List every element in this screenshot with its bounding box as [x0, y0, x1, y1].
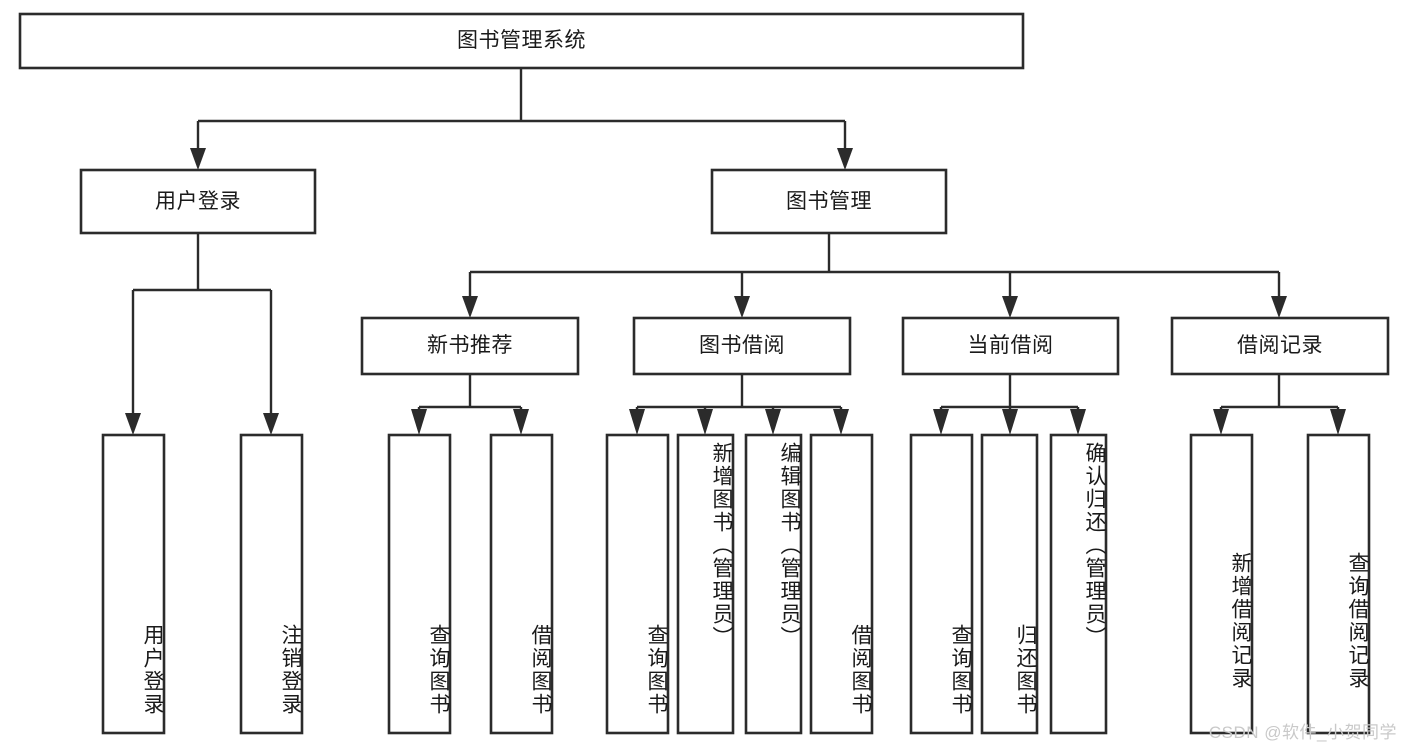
arrowhead-user-login — [190, 148, 206, 170]
arrowhead-leaf-borrow-book-2 — [833, 409, 849, 435]
node-box-leaf-query-book-2[interactable] — [605, 433, 670, 735]
node-box-leaf-query-book-3[interactable] — [909, 433, 974, 735]
arrowhead-leaf-query-book-1 — [411, 409, 427, 435]
arrowhead-leaf-return-book — [1002, 409, 1018, 435]
connector-layer — [125, 68, 1346, 435]
arrowhead-borrow-record — [1271, 296, 1287, 318]
arrowhead-leaf-add-record — [1213, 409, 1229, 435]
node-box-leaf-confirm-return[interactable] — [1049, 433, 1108, 735]
node-box-leaf-query-book-1[interactable] — [387, 433, 452, 735]
node-box-book-borrow[interactable] — [632, 316, 852, 376]
arrowhead-leaf-user-login — [125, 413, 141, 435]
node-box-leaf-logout[interactable] — [239, 433, 304, 735]
arrowhead-leaf-borrow-book-1 — [513, 409, 529, 435]
node-box-leaf-query-record[interactable] — [1306, 433, 1371, 735]
arrowhead-new-book-rec — [462, 296, 478, 318]
node-box-book-manage[interactable] — [710, 168, 948, 235]
node-box-borrow-record[interactable] — [1170, 316, 1390, 376]
arrowhead-leaf-add-book — [697, 409, 713, 435]
arrowhead-leaf-query-record — [1330, 409, 1346, 435]
arrowhead-leaf-query-book-2 — [629, 409, 645, 435]
node-box-leaf-edit-book[interactable] — [744, 433, 803, 735]
arrowhead-leaf-logout — [263, 413, 279, 435]
node-box-root[interactable] — [18, 12, 1025, 70]
arrowhead-leaf-confirm-return — [1070, 409, 1086, 435]
arrowhead-book-borrow — [734, 296, 750, 318]
node-box-current-borrow[interactable] — [901, 316, 1120, 376]
node-box-leaf-borrow-book-1[interactable] — [489, 433, 554, 735]
node-box-user-login[interactable] — [79, 168, 317, 235]
csdn-watermark: CSDN @软件_小贺同学 — [1208, 723, 1397, 742]
arrowhead-book-manage — [837, 148, 853, 170]
node-box-leaf-borrow-book-2[interactable] — [809, 433, 874, 735]
arrowhead-current-borrow — [1002, 296, 1018, 318]
node-box-leaf-add-record[interactable] — [1189, 433, 1254, 735]
node-box-leaf-add-book[interactable] — [676, 433, 735, 735]
arrowhead-leaf-query-book-3 — [933, 409, 949, 435]
node-box-leaf-user-login[interactable] — [101, 433, 166, 735]
arrowhead-leaf-edit-book — [765, 409, 781, 435]
node-box-new-book-rec[interactable] — [360, 316, 580, 376]
node-box-layer — [18, 12, 1390, 735]
node-box-leaf-return-book[interactable] — [980, 433, 1039, 735]
